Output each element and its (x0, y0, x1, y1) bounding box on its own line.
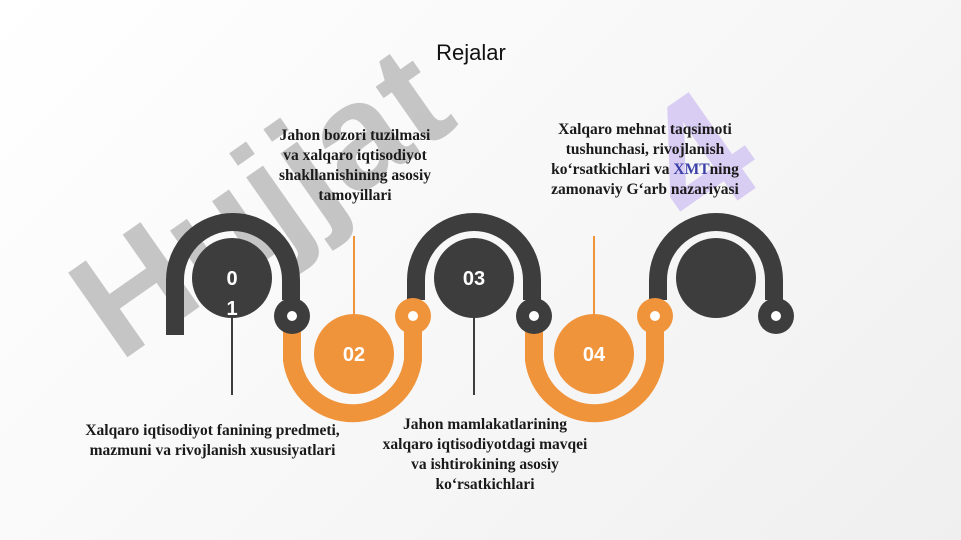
orange-arc-1 (283, 330, 422, 423)
step-text-4-part2: ning zamonaviy G‘arb nazariyasi (551, 161, 739, 198)
step-text-1: Xalqaro iqtisodiyot fanining predmeti, m… (85, 422, 340, 459)
step-text-4-part1: Xalqaro mehnat taqsimoti tushunchasi, ri… (551, 121, 732, 178)
step-circle-4 (554, 314, 634, 394)
dark-arc-3 (649, 213, 783, 300)
dark-arc-2 (407, 213, 541, 300)
knobs (274, 298, 794, 334)
orange-arc-2 (525, 330, 664, 423)
step-circle-3 (434, 238, 514, 318)
step-number-3: 03 (463, 268, 485, 290)
step-number-1a: 0 (226, 268, 237, 290)
step-text-2: Jahon bozori tuzilmasi va xalqaro iqtiso… (278, 127, 432, 204)
step-text-4-highlight: XMT (673, 161, 710, 178)
step-number-2: 02 (343, 344, 365, 366)
dark-arc-1 (166, 213, 300, 335)
slide-title: Rejalar (436, 40, 506, 65)
step-circle-2 (314, 314, 394, 394)
step-text-4: Xalqaro mehnat taqsimoti tushunchasi, ri… (520, 120, 770, 200)
step-number-4: 04 (583, 344, 606, 366)
step-text-3: Jahon mamlakatlarining xalqaro iqtisodiy… (382, 416, 588, 493)
step-number-1b: 1 (226, 298, 237, 320)
step-circle-1 (192, 238, 272, 318)
step-circle-5 (676, 238, 756, 318)
